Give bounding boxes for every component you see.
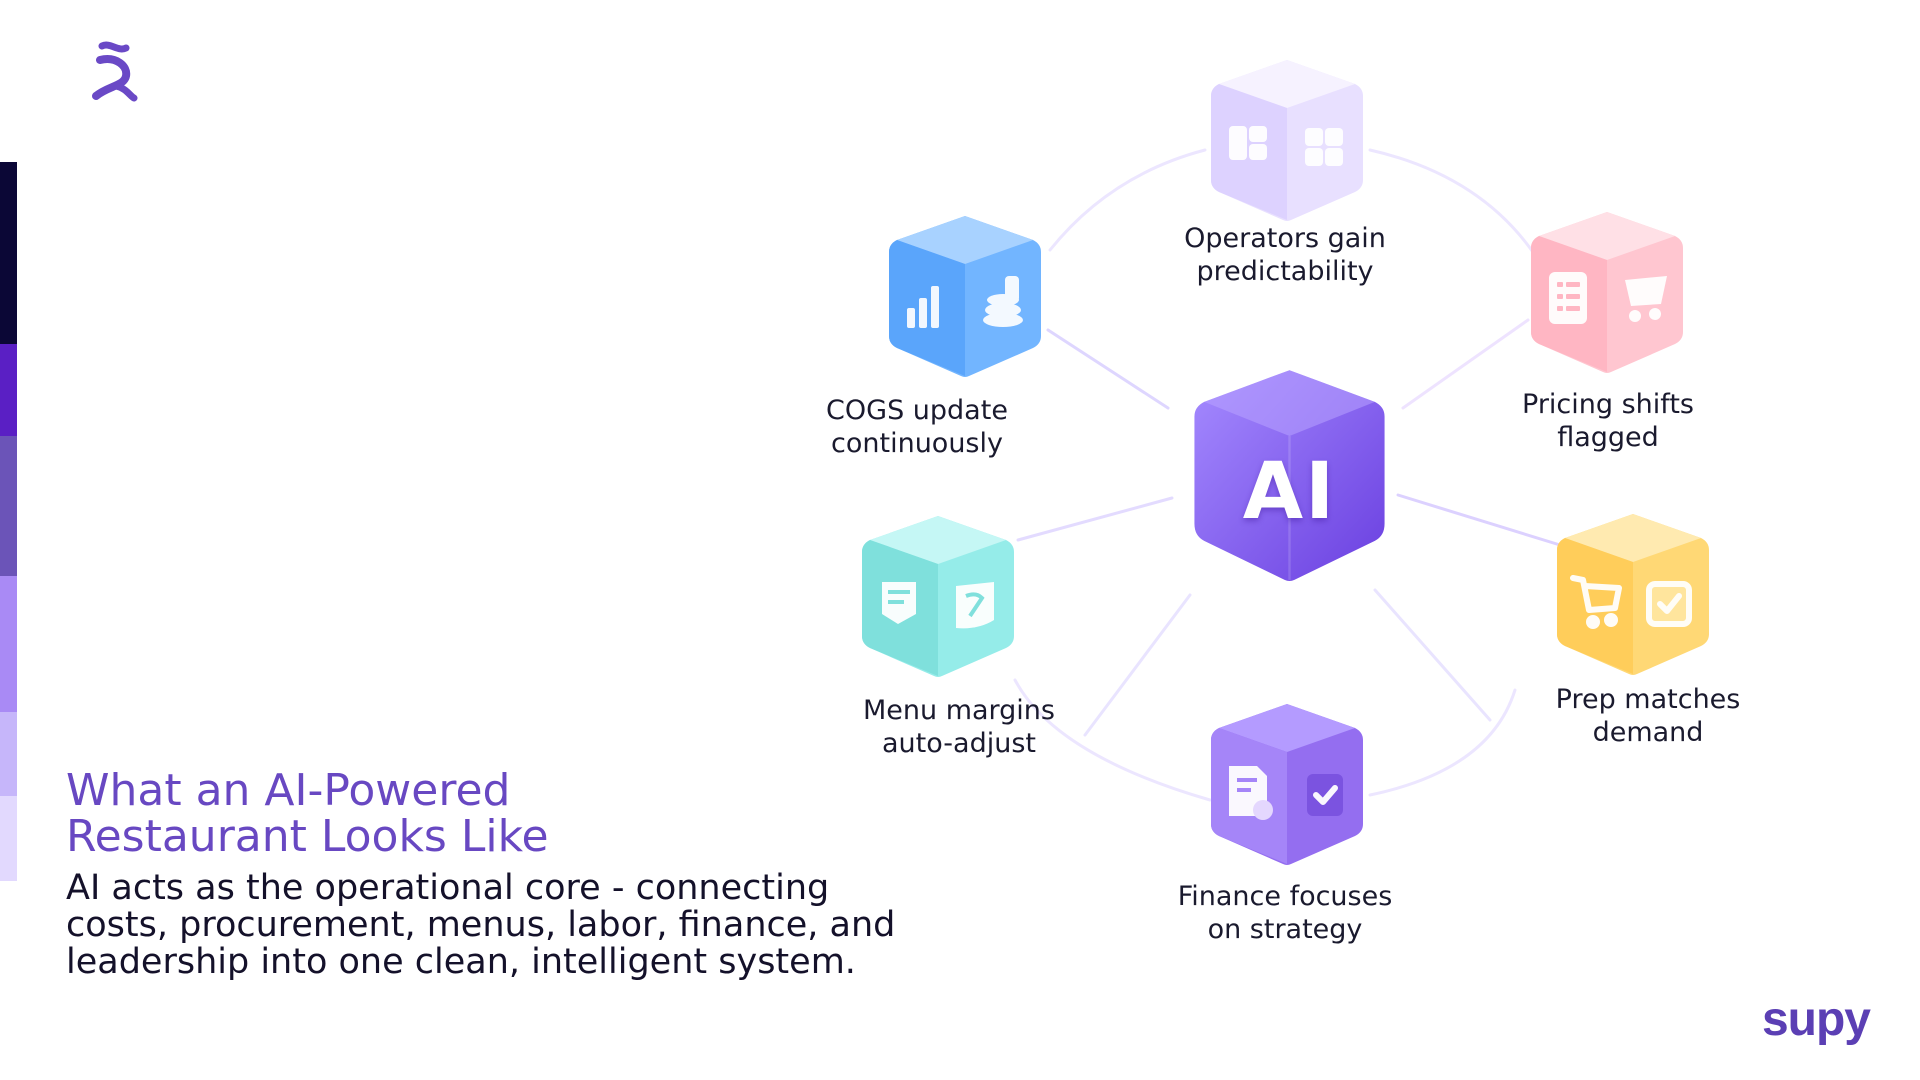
stripe-segment <box>0 162 17 344</box>
body-line1: AI acts as the operational core - connec… <box>66 868 830 908</box>
prep-label-line2: demand <box>1592 717 1704 748</box>
prep-label-line1: Prep matches <box>1555 684 1741 715</box>
stripe-segment <box>0 712 17 796</box>
body-paragraph: AI acts as the operational core - connec… <box>66 870 926 981</box>
ai-hub-label: AI <box>1242 447 1337 537</box>
menu-label-line1: Menu margins <box>862 695 1055 726</box>
operators-label-line1: Operators gain <box>1184 223 1386 254</box>
bar-chart-coins-icon <box>907 276 1023 328</box>
prep-label: Prep matches demand <box>1508 683 1788 749</box>
stripe-segment <box>0 576 17 712</box>
stripe-segment <box>0 796 17 881</box>
document-check-icon <box>1229 766 1343 820</box>
menu-label: Menu margins auto-adjust <box>819 694 1099 760</box>
prep-cube <box>1553 510 1713 678</box>
body-line2: costs, procurement, menus, labor, financ… <box>66 905 896 945</box>
page-title: What an AI-Powered Restaurant Looks Like <box>66 768 866 860</box>
ai-hub-cube: AI <box>1192 365 1387 585</box>
receipt-cart-icon <box>1549 272 1667 324</box>
document-notes-icon <box>882 582 994 629</box>
menu-label-line2: auto-adjust <box>882 728 1036 759</box>
cogs-cube <box>885 212 1045 380</box>
brand-wordmark: supy <box>1761 993 1871 1046</box>
operators-label: Operators gain predictability <box>1145 222 1425 288</box>
pricing-label-line2: flagged <box>1557 422 1659 453</box>
pricing-label: Pricing shifts flagged <box>1468 388 1748 454</box>
finance-cube <box>1207 700 1367 868</box>
finance-label-line1: Finance focuses <box>1177 881 1393 912</box>
operators-label-line2: predictability <box>1196 256 1374 287</box>
layout-grid-icon <box>1229 126 1343 166</box>
page-title-line2: Restaurant Looks Like <box>66 811 549 862</box>
cart-check-icon <box>1570 575 1692 629</box>
menu-cube <box>858 512 1018 680</box>
stripe-segment <box>0 436 17 576</box>
cogs-label-line1: COGS update <box>826 395 1008 426</box>
finance-label-line2: on strategy <box>1207 914 1363 945</box>
body-line3: leadership into one clean, intelligent s… <box>66 942 856 982</box>
page-title-line1: What an AI-Powered <box>66 765 511 816</box>
brand-s-logo-icon <box>86 40 142 104</box>
color-stripe <box>0 162 17 881</box>
stripe-segment <box>0 344 17 436</box>
finance-label: Finance focuses on strategy <box>1145 880 1425 946</box>
cogs-label-line2: continuously <box>831 428 1003 459</box>
cogs-label: COGS update continuously <box>777 394 1057 460</box>
pricing-cube <box>1527 208 1687 376</box>
pricing-label-line1: Pricing shifts <box>1522 389 1694 420</box>
operators-cube <box>1207 56 1367 224</box>
